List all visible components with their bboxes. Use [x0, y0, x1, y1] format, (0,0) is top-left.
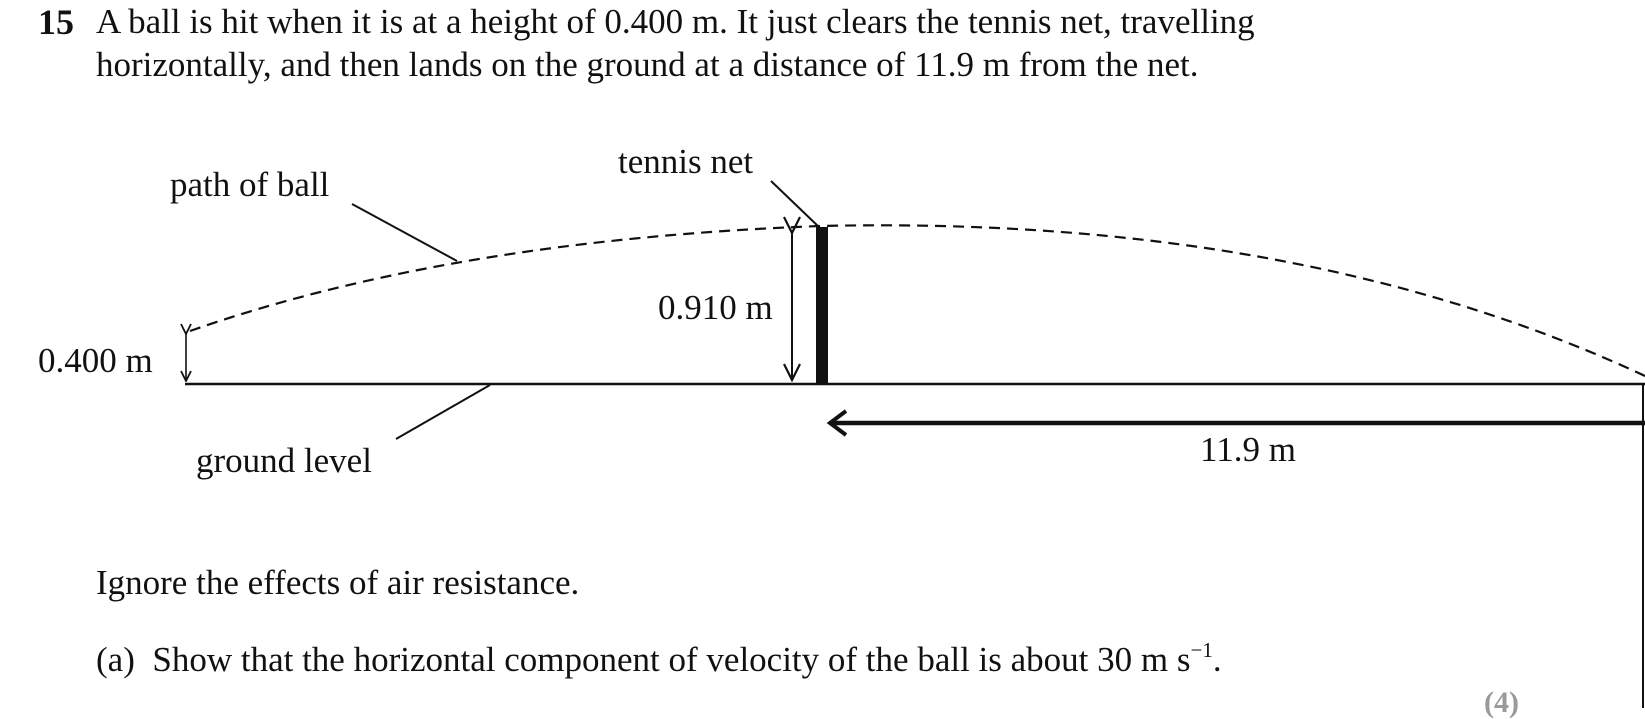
- question-intro-line-1: A ball is hit when it is at a height of …: [96, 2, 1255, 41]
- part-a: (a) Show that the horizontal component o…: [96, 638, 1222, 682]
- label-ground-level: ground level: [196, 441, 372, 480]
- net-leader-line: [770, 180, 821, 229]
- distance-arrowhead: [826, 409, 848, 437]
- part-a-label: (a): [96, 640, 135, 679]
- path-leader-line: [351, 203, 458, 262]
- ground-leader-line: [395, 384, 491, 440]
- marks-indicator: (4): [1484, 686, 1519, 719]
- label-net-height: 0.910 m: [658, 288, 773, 327]
- question-number: 15: [38, 2, 74, 42]
- label-distance: 11.9 m: [1200, 430, 1296, 469]
- tennis-net: [816, 227, 828, 384]
- instruction-text: Ignore the effects of air resistance.: [96, 563, 580, 602]
- part-a-text: Show that the horizontal component of ve…: [152, 640, 1191, 679]
- label-tennis-net: tennis net: [618, 142, 753, 181]
- label-path-of-ball: path of ball: [170, 165, 330, 204]
- part-a-end: .: [1212, 640, 1222, 679]
- label-start-height: 0.400 m: [38, 341, 153, 380]
- part-a-exponent: −1: [1190, 638, 1213, 662]
- question-intro-line-2: horizontally, and then lands on the grou…: [96, 45, 1199, 84]
- ball-path: [189, 224, 1645, 377]
